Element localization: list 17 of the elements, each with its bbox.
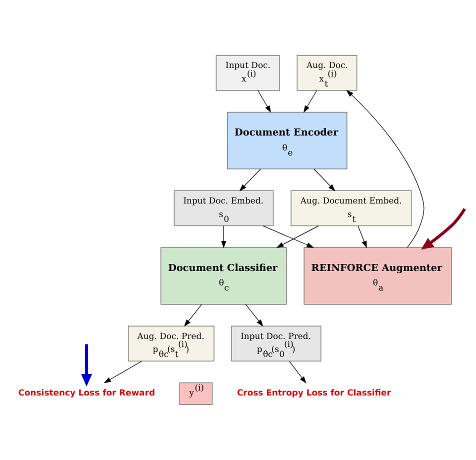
arrow xyxy=(303,90,318,113)
arrow xyxy=(262,226,314,248)
arrow xyxy=(276,226,319,248)
node-text: Cross Entropy Loss for Classifier xyxy=(236,388,391,398)
arrow xyxy=(420,208,466,250)
arrow xyxy=(245,304,264,327)
arrow xyxy=(346,90,424,248)
arrow xyxy=(289,360,306,384)
node-text: Consistency Loss for Reward xyxy=(18,388,156,398)
arrow xyxy=(314,168,336,192)
arrow xyxy=(221,226,226,248)
arrow xyxy=(358,226,367,248)
arrow xyxy=(258,90,272,113)
arrow xyxy=(104,360,142,384)
arrow xyxy=(81,344,92,387)
arrow xyxy=(184,304,202,327)
arrow xyxy=(239,168,261,192)
